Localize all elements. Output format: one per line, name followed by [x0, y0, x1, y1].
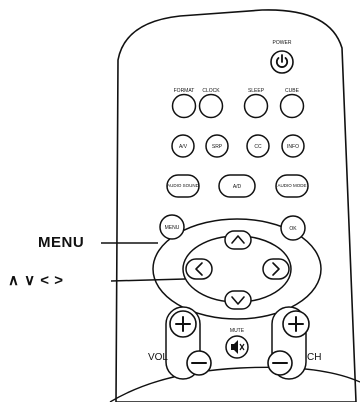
- svg-text:MENU: MENU: [165, 225, 180, 231]
- arrow-right-icon: [272, 262, 280, 276]
- svg-text:CC: CC: [254, 144, 262, 150]
- ok-button[interactable]: OK: [280, 215, 306, 241]
- sleep-label: SLEEP: [248, 88, 265, 94]
- row1-buttons: FORMAT CLOCK SLEEP CUBE: [171, 88, 305, 119]
- srp-button[interactable]: SRP: [205, 134, 229, 158]
- svg-text:INFO: INFO: [287, 144, 299, 150]
- mute-button[interactable]: [225, 335, 249, 359]
- power-icon: [275, 54, 289, 68]
- audio-mode-button[interactable]: AUDIO MODE: [275, 174, 309, 198]
- svg-text:AUDIO SOUND: AUDIO SOUND: [167, 183, 200, 188]
- arrows-leader-line: [110, 278, 186, 282]
- svg-text:A/D: A/D: [233, 184, 242, 190]
- channel-down-button[interactable]: [267, 350, 293, 376]
- clock-label: CLOCK: [202, 88, 220, 94]
- av-button[interactable]: A/V: [171, 134, 195, 158]
- down-button[interactable]: [224, 290, 252, 310]
- volume-down-button[interactable]: [186, 350, 212, 376]
- up-button[interactable]: [224, 230, 252, 250]
- audio-sound-button[interactable]: AUDIO SOUND: [166, 174, 200, 198]
- nav-cluster: MENU OK: [152, 214, 322, 320]
- row2-buttons: A/V SRP CC INFO: [171, 134, 305, 158]
- plus-icon: [288, 316, 304, 332]
- hand-outline: [109, 366, 360, 402]
- arrow-left-icon: [195, 262, 203, 276]
- mute-speaker-icon: [231, 340, 245, 354]
- volume-rocker: [165, 306, 212, 380]
- power-label: POWER: [273, 40, 292, 46]
- svg-text:SRP: SRP: [212, 144, 223, 150]
- arrow-down-icon: [231, 296, 245, 305]
- vol-label: VOL: [148, 352, 168, 363]
- menu-callout: MENU: [38, 234, 85, 251]
- svg-text:OK: OK: [289, 226, 297, 232]
- cube-button[interactable]: [279, 93, 305, 119]
- mute-label: MUTE: [230, 328, 245, 334]
- cc-button[interactable]: CC: [246, 134, 270, 158]
- channel-up-button[interactable]: [282, 310, 310, 338]
- sleep-button[interactable]: [243, 93, 269, 119]
- right-button[interactable]: [262, 258, 290, 280]
- arrow-up-icon: [231, 235, 245, 244]
- plus-icon: [175, 316, 191, 332]
- format-button[interactable]: [171, 93, 197, 119]
- ch-label: CH: [307, 352, 321, 363]
- format-label: FORMAT: [174, 88, 195, 94]
- power-button[interactable]: [270, 50, 294, 74]
- info-button[interactable]: INFO: [281, 134, 305, 158]
- menu-button[interactable]: MENU: [159, 214, 185, 240]
- svg-text:A/V: A/V: [179, 144, 188, 150]
- volume-up-button[interactable]: [169, 310, 197, 338]
- ad-button[interactable]: A/D: [218, 174, 256, 198]
- arrows-callout: ∧ ∨ < >: [8, 272, 64, 289]
- svg-text:AUDIO MODE: AUDIO MODE: [277, 183, 306, 188]
- cube-label: CUBE: [285, 88, 300, 94]
- left-button[interactable]: [185, 258, 213, 280]
- row3-buttons: AUDIO SOUND A/D AUDIO MODE: [166, 174, 309, 198]
- clock-button[interactable]: [198, 93, 224, 119]
- channel-rocker: [267, 306, 310, 380]
